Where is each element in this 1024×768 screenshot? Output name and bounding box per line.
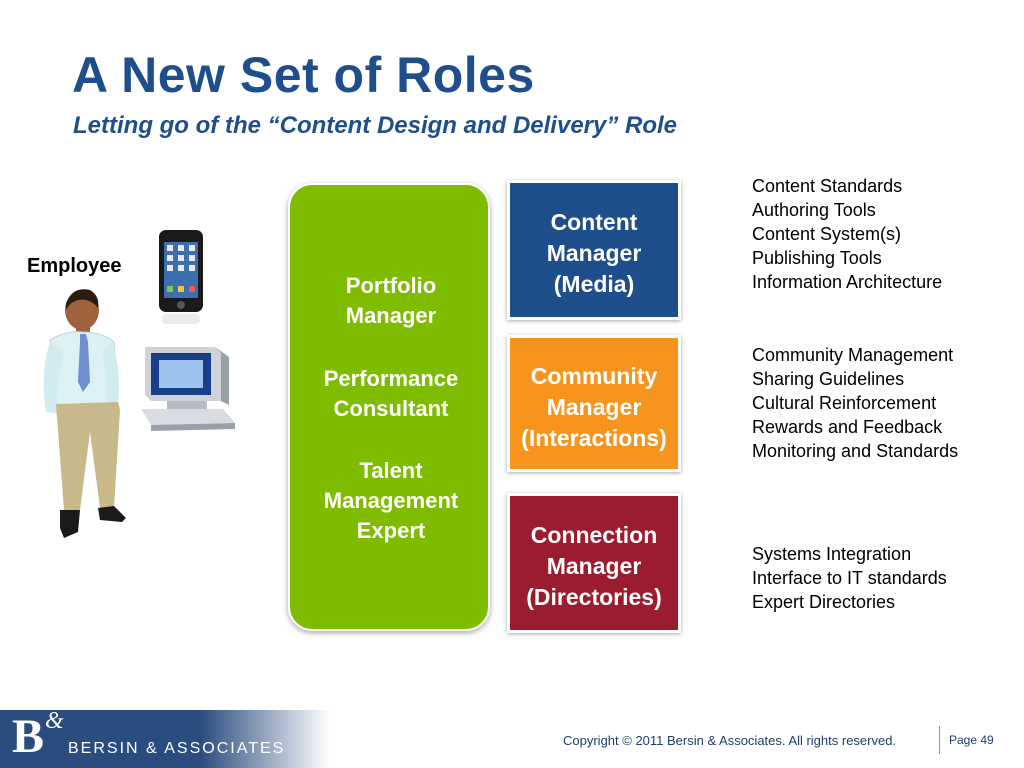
task-item: Authoring Tools (752, 200, 876, 220)
logo-text: BERSIN & ASSOCIATES (68, 740, 286, 757)
employee-label: Employee (27, 255, 122, 277)
portfolio-manager-label: Portfolio Manager (345, 273, 437, 328)
content-manager-box: Content Manager (Media) (507, 180, 681, 320)
community-manager-tasks: Community Management Sharing Guidelines … (752, 343, 958, 463)
content-manager-tasks: Content Standards Authoring Tools Conten… (752, 174, 942, 294)
task-item: Interface to IT standards (752, 568, 947, 588)
task-item: Sharing Guidelines (752, 369, 905, 389)
footer-divider (939, 726, 940, 754)
smartphone-icon (159, 230, 203, 324)
performance-consultant-label: Performance Consultant (323, 366, 459, 421)
footer-logo-band (0, 710, 330, 768)
task-item: Expert Directories (752, 592, 896, 612)
copyright-notice: Copyright © 2011 Bersin & Associates. Al… (563, 733, 897, 748)
task-item: Content Standards (752, 176, 903, 196)
task-item: Systems Integration (752, 544, 912, 564)
talent-management-expert-label: Talent Management Expert (323, 458, 459, 543)
community-manager-box: Community Manager (Interactions) (507, 335, 681, 472)
page-subtitle: Letting go of the “Content Design and De… (73, 112, 678, 139)
task-item: Information Architecture (752, 272, 943, 292)
businessman-icon (43, 289, 126, 538)
connection-manager-box: Connection Manager (Directories) (507, 493, 681, 633)
logo-mark: B (12, 710, 45, 763)
task-item: Content System(s) (752, 224, 902, 244)
task-item: Cultural Reinforcement (752, 393, 937, 413)
connection-manager-tasks: Systems Integration Interface to IT stan… (752, 542, 947, 614)
desktop-computer-icon (141, 347, 235, 431)
page-number: Page 49 (949, 733, 994, 747)
page-title: A New Set of Roles (72, 47, 535, 103)
portfolio-box: Portfolio Manager Performance Consultant… (288, 183, 490, 631)
task-item: Rewards and Feedback (752, 417, 943, 437)
task-item: Publishing Tools (752, 248, 882, 268)
task-item: Community Management (752, 345, 954, 365)
task-item: Monitoring and Standards (752, 441, 959, 461)
logo-ampersand: & (45, 708, 64, 734)
